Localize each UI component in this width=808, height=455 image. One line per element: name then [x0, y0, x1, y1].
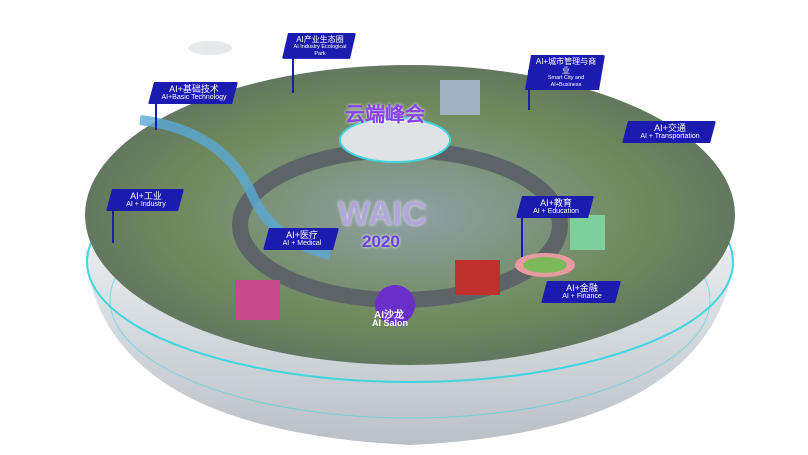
zone-en: AI + Finance — [562, 293, 602, 301]
label-pole — [528, 70, 530, 110]
label-pole — [521, 212, 523, 257]
zone-en: AI + Industry — [126, 201, 166, 209]
building — [440, 80, 480, 115]
zone-en: AI+Basic Technology — [161, 94, 227, 102]
zone-cn: AI+城市管理与商业 — [535, 57, 597, 76]
waic-logo: WAIC — [338, 195, 427, 233]
label-pole — [155, 100, 157, 130]
salon-title-en: AI Salon — [372, 318, 409, 328]
zone-en: AI + Medical — [282, 240, 322, 248]
summit-title: 云端峰会 — [345, 104, 425, 126]
zone-cn: AI产业生态圈 — [296, 35, 344, 44]
waic-year: 2020 — [362, 232, 400, 251]
central-plaza — [339, 117, 451, 163]
label-pole — [292, 48, 294, 93]
zone-cn: AI+基础技术 — [169, 84, 219, 94]
salon-title-cn: AI沙龙 — [374, 310, 404, 321]
zone-cn: AI+工业 — [130, 191, 162, 201]
salon-globe — [375, 285, 415, 325]
zone-cn: AI+教育 — [540, 198, 572, 208]
zone-cn: AI+金融 — [566, 283, 598, 293]
zone-en: AI + Education — [533, 208, 579, 216]
building — [235, 280, 280, 320]
building — [455, 260, 500, 295]
zone-en: AI + Transportation — [640, 133, 700, 141]
building — [570, 215, 605, 250]
zone-en: Smart City and AI+Business — [547, 75, 585, 88]
zone-en: AI Industry Ecological Park — [293, 44, 347, 57]
label-pole — [112, 203, 114, 243]
stadium-grass — [523, 257, 567, 273]
zone-cn: AI+医疗 — [286, 230, 318, 240]
airship — [188, 41, 232, 55]
zone-cn: AI+交通 — [654, 123, 686, 133]
